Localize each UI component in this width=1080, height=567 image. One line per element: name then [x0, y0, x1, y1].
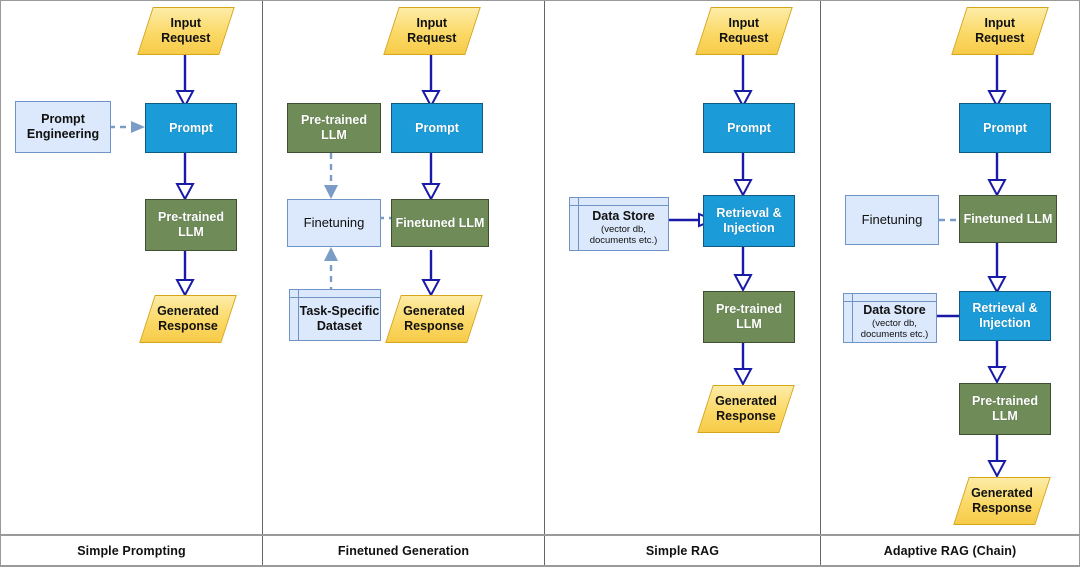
node-generated-response[interactable]: Generated Response: [139, 295, 237, 343]
data-store-subtitle-line-1: (vector db,: [601, 223, 646, 235]
panel-simple-prompting: Input Request Prompt Engineering Prompt …: [1, 1, 263, 534]
node-prompt[interactable]: Prompt: [145, 103, 237, 153]
arrow-prompt-to-pretrained: [173, 153, 197, 202]
arrow-retrieval-to-pretrained: [985, 339, 1009, 385]
arrow-prompt-engineering-to-prompt: [109, 119, 149, 135]
node-pretrained-llm[interactable]: Pre-trained LLM: [703, 291, 795, 343]
arrow-input-to-prompt: [731, 53, 755, 109]
node-pretrained-llm[interactable]: Pre-trained LLM: [959, 383, 1051, 435]
caption-adaptive-rag-chain: Adaptive RAG (Chain): [883, 543, 1017, 558]
arrow-prompt-to-retrieval: [731, 153, 755, 198]
arrow-input-to-prompt: [985, 53, 1009, 109]
node-prompt-engineering[interactable]: Prompt Engineering: [15, 101, 111, 153]
data-store-subtitle-line-1: (vector db,: [872, 317, 917, 329]
node-finetuning[interactable]: Finetuning: [845, 195, 939, 245]
node-data-store[interactable]: Data Store (vector db, documents etc.): [569, 197, 669, 251]
caption-simple-prompting: Simple Prompting: [1, 536, 263, 565]
panel-simple-rag: Input Request Prompt Data Store (vector …: [545, 1, 821, 534]
arrow-prompt-to-finetuned: [985, 153, 1009, 198]
arrow-input-to-prompt: [173, 53, 197, 109]
node-data-store[interactable]: Data Store (vector db, documents etc.): [843, 293, 937, 343]
node-retrieval-injection[interactable]: Retrieval & Injection: [703, 195, 795, 247]
arrow-dataset-to-finetuning: [321, 247, 341, 293]
arrow-pretrained-to-response: [731, 343, 755, 387]
arrow-input-to-prompt: [419, 53, 443, 109]
node-input-request[interactable]: Input Request: [137, 7, 235, 55]
arrow-prompt-to-finetuned: [419, 153, 443, 202]
node-generated-response[interactable]: Generated Response: [953, 477, 1051, 525]
node-retrieval-injection[interactable]: Retrieval & Injection: [959, 291, 1051, 341]
panel-finetuned-generation: Input Request Pre-trained LLM Prompt Fin…: [263, 1, 545, 534]
data-store-subtitle-line-2: documents etc.): [589, 235, 658, 247]
arrow-finetuned-to-response: [419, 250, 443, 298]
data-store-title: Data Store: [592, 209, 655, 224]
panel-adaptive-rag-chain: Input Request Prompt Finetuning Finetune…: [821, 1, 1079, 534]
node-generated-response[interactable]: Generated Response: [697, 385, 795, 433]
caption-finetuned-generation: Finetuned Generation: [263, 536, 545, 565]
panel-caption-row: Simple Prompting Finetuned Generation Si…: [1, 534, 1080, 567]
node-finetuned-llm[interactable]: Finetuned LLM: [391, 199, 489, 247]
arrow-pretrained-to-response: [985, 435, 1009, 479]
arrow-pretrained-to-response: [173, 250, 197, 298]
data-store-subtitle-line-2: documents etc.): [860, 329, 929, 341]
task-specific-dataset-label: Task-Specific Dataset: [299, 304, 380, 333]
node-task-specific-dataset[interactable]: Task-Specific Dataset: [289, 289, 381, 341]
arrow-pretrained-to-finetuning: [321, 153, 341, 201]
node-finetuned-llm[interactable]: Finetuned LLM: [959, 195, 1057, 243]
caption-simple-rag: Simple RAG: [545, 536, 821, 565]
node-pretrained-llm[interactable]: Pre-trained LLM: [145, 199, 237, 251]
node-input-request[interactable]: Input Request: [951, 7, 1049, 55]
data-store-title: Data Store: [863, 303, 926, 318]
arrow-retrieval-to-pretrained: [731, 247, 755, 293]
arrow-finetuned-to-retrieval: [985, 243, 1009, 295]
node-finetuning[interactable]: Finetuning: [287, 199, 381, 247]
node-prompt[interactable]: Prompt: [703, 103, 795, 153]
node-pretrained-llm[interactable]: Pre-trained LLM: [287, 103, 381, 153]
node-generated-response[interactable]: Generated Response: [385, 295, 483, 343]
node-prompt[interactable]: Prompt: [391, 103, 483, 153]
node-prompt[interactable]: Prompt: [959, 103, 1051, 153]
node-input-request[interactable]: Input Request: [695, 7, 793, 55]
node-input-request[interactable]: Input Request: [383, 7, 481, 55]
